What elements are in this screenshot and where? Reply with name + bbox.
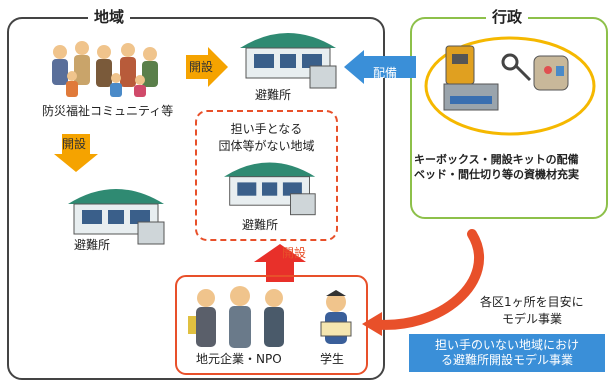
open-label-top: 開設	[189, 60, 214, 74]
open-arrow-right-top	[186, 47, 228, 87]
supplies-kit-icon	[533, 55, 569, 91]
deploy-arrow-left	[344, 50, 416, 84]
admin-panel-border	[410, 17, 608, 219]
region-panel-border	[7, 17, 385, 380]
bed-partition-icon	[443, 83, 499, 111]
business-npo-people-icon	[188, 286, 284, 348]
shelter-label-left: 避難所	[74, 238, 111, 252]
business-npo-label: 地元企業・NPO	[196, 352, 282, 366]
model-curve-arrowhead	[362, 312, 382, 336]
student-label: 学生	[320, 352, 345, 366]
shelter-label-top: 避難所	[255, 88, 292, 102]
community-label: 防災福祉コミュニティ等	[42, 104, 174, 118]
banner-line2: る避難所開設モデル事業	[440, 353, 573, 367]
shelter-label-center: 避難所	[242, 218, 279, 232]
model-curve-arrow	[367, 229, 484, 330]
model-note-line2: モデル事業	[502, 312, 563, 326]
keybox-line1: キーボックス・開設キットの配備	[414, 153, 579, 166]
open-label-left: 開設	[62, 137, 87, 151]
keybox-line2: ベッド・間仕切り等の資機材充実	[414, 168, 579, 181]
no-group-line2: 団体等がない地域	[218, 139, 315, 153]
no-group-line1: 担い手となる	[230, 122, 303, 136]
admin-highlight-ellipse	[424, 36, 596, 136]
admin-title: 行政	[486, 8, 529, 26]
student-icon	[320, 290, 352, 344]
shelter-icon-center	[224, 162, 316, 216]
shelter-icon-left	[68, 189, 165, 245]
banner-line1: 担い手のいない地域におけ	[434, 338, 579, 352]
model-note-line1: 各区1ヶ所を目安に	[480, 295, 584, 309]
open-label-red: 開設	[282, 246, 307, 260]
community-people-icon	[52, 41, 158, 97]
deploy-label: 配備	[373, 66, 398, 80]
no-group-region-box	[195, 110, 338, 241]
shelter-icon-top	[240, 33, 337, 89]
model-project-banner: 担い手のいない地域におけ る避難所開設モデル事業	[409, 334, 605, 372]
region-title: 地域	[88, 8, 131, 26]
open-arrow-down-left	[54, 134, 98, 172]
key-icon	[501, 53, 532, 82]
keybox-icon	[445, 45, 475, 85]
